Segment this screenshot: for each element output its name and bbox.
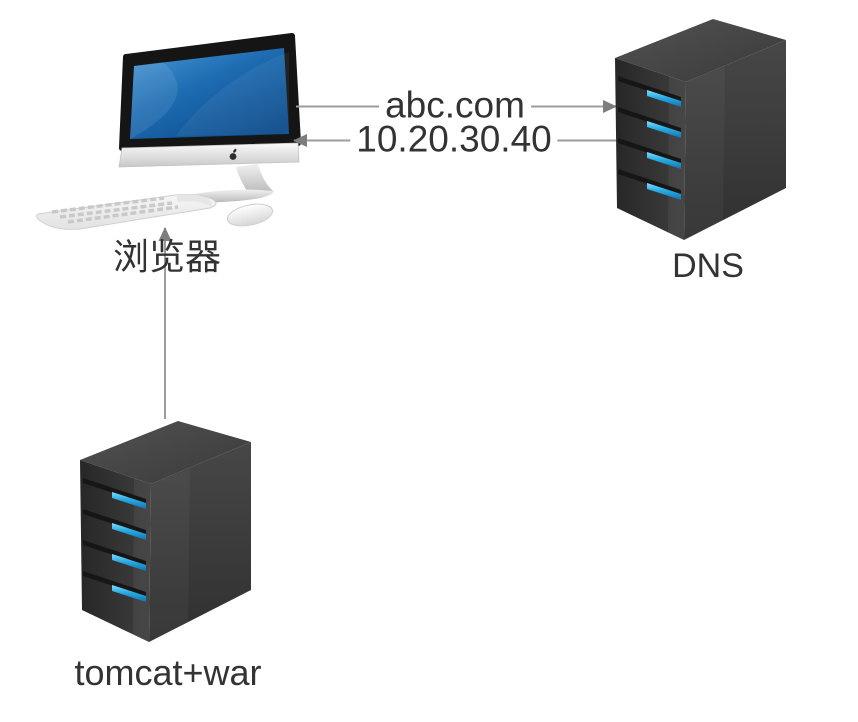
imac-stand-neck	[236, 164, 273, 194]
imac-computer-icon	[36, 33, 301, 230]
dns-node-label: DNS	[672, 247, 744, 286]
tomcat-node-label: tomcat+war	[74, 652, 262, 694]
screen-reflection	[130, 62, 178, 139]
mouse-icon	[226, 203, 274, 227]
screen-reflection-2	[176, 52, 289, 136]
edge-label-dns-query: abc.com	[379, 86, 531, 126]
imac-chin	[118, 142, 300, 168]
apple-logo-icon	[229, 148, 237, 160]
imac-screen	[130, 48, 289, 139]
edge-label-dns-answer: 10.20.30.40	[350, 120, 558, 160]
keyboard-icon	[36, 194, 217, 230]
dns-server-icon	[615, 19, 786, 240]
tomcat-server-icon	[80, 421, 251, 642]
browser-node-label: 浏览器	[112, 236, 222, 278]
